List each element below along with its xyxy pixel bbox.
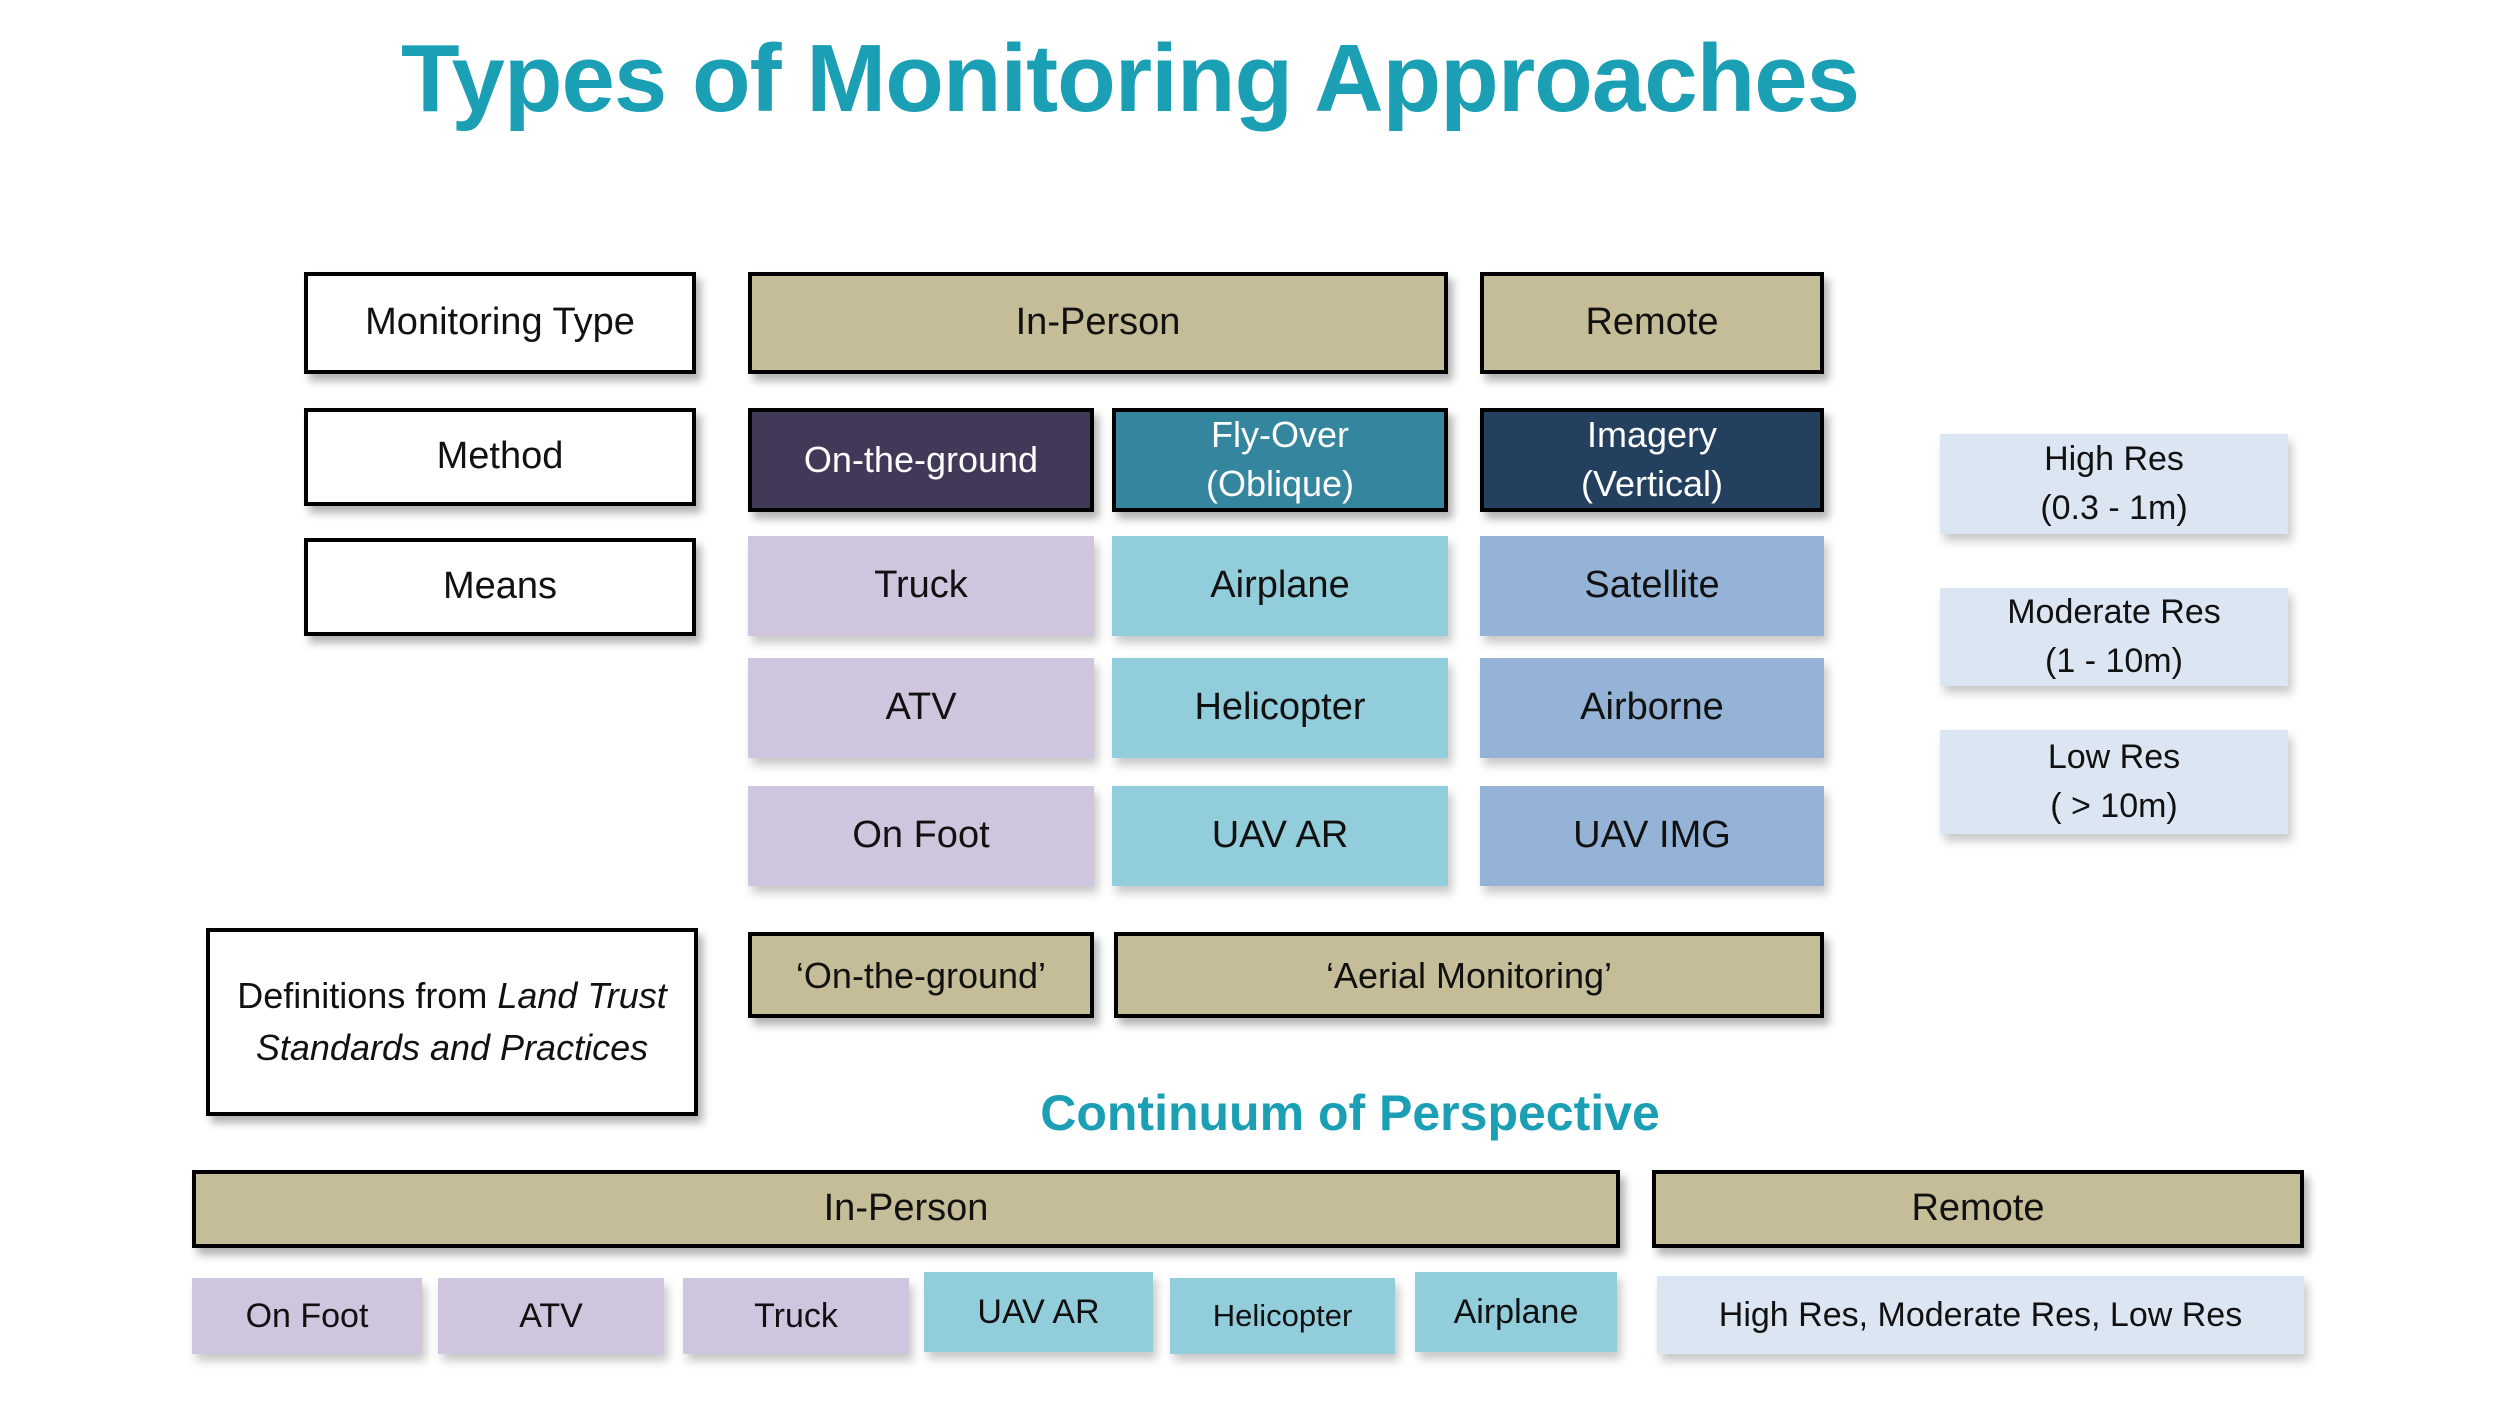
continuum-item-truck: Truck <box>683 1278 909 1354</box>
means-atv: ATV <box>748 658 1094 758</box>
continuum-item-airplane: Airplane <box>1415 1272 1617 1352</box>
row-label-method: Method <box>304 408 696 506</box>
method-fly-over-line1: Fly-Over <box>1211 414 1349 456</box>
method-imagery: Imagery (Vertical) <box>1480 408 1824 512</box>
continuum-item-uav-ar: UAV AR <box>924 1272 1153 1352</box>
row-label-monitoring-type: Monitoring Type <box>304 272 696 374</box>
method-fly-over-line2: (Oblique) <box>1205 463 1355 504</box>
method-fly-over: Fly-Over (Oblique) <box>1112 408 1448 512</box>
res-low-line1: Low Res <box>2047 737 2181 776</box>
continuum-item-remote-res: High Res, Moderate Res, Low Res <box>1657 1276 2304 1354</box>
res-high-line2: (0.3 - 1m) <box>2040 489 2188 527</box>
res-low-line2: ( > 10m) <box>2050 787 2178 825</box>
def-on-the-ground: ‘On-the-ground’ <box>748 932 1094 1018</box>
definitions-note-text: Definitions from Land Trust Standards an… <box>236 970 668 1074</box>
continuum-item-atv: ATV <box>438 1278 664 1354</box>
continuum-bar-in-person: In-Person <box>192 1170 1620 1248</box>
means-truck: Truck <box>748 536 1094 636</box>
means-airplane: Airplane <box>1112 536 1448 636</box>
means-helicopter: Helicopter <box>1112 658 1448 758</box>
means-uav-ar: UAV AR <box>1112 786 1448 886</box>
header-in-person: In-Person <box>748 272 1448 374</box>
def-aerial-monitoring: ‘Aerial Monitoring’ <box>1114 932 1824 1018</box>
res-moderate-line1: Moderate Res <box>2007 592 2221 631</box>
means-uav-img: UAV IMG <box>1480 786 1824 886</box>
continuum-bar-remote: Remote <box>1652 1170 2304 1248</box>
definitions-note: Definitions from Land Trust Standards an… <box>206 928 698 1116</box>
continuum-item-on-foot: On Foot <box>192 1278 422 1354</box>
continuum-item-helicopter: Helicopter <box>1170 1278 1395 1354</box>
row-label-means: Means <box>304 538 696 636</box>
method-on-the-ground: On-the-ground <box>748 408 1094 512</box>
definitions-source: Land Trust Standards and Practices <box>255 974 667 1068</box>
continuum-heading: Continuum of Perspective <box>1040 1085 1660 1141</box>
means-satellite: Satellite <box>1480 536 1824 636</box>
res-moderate-line2: (1 - 10m) <box>2045 642 2183 680</box>
res-low: Low Res ( > 10m) <box>1940 730 2288 834</box>
method-imagery-line2: (Vertical) <box>1580 463 1724 504</box>
method-on-the-ground-line1: On-the-ground <box>803 438 1039 480</box>
res-high: High Res (0.3 - 1m) <box>1940 434 2288 534</box>
slide-title: Types of Monitoring Approaches <box>400 25 1860 132</box>
method-imagery-line1: Imagery <box>1586 414 1718 456</box>
definitions-prefix: Definitions from <box>237 974 498 1016</box>
res-high-line1: High Res <box>2044 439 2184 478</box>
means-airborne: Airborne <box>1480 658 1824 758</box>
header-remote: Remote <box>1480 272 1824 374</box>
res-moderate: Moderate Res (1 - 10m) <box>1940 588 2288 686</box>
means-on-foot: On Foot <box>748 786 1094 886</box>
